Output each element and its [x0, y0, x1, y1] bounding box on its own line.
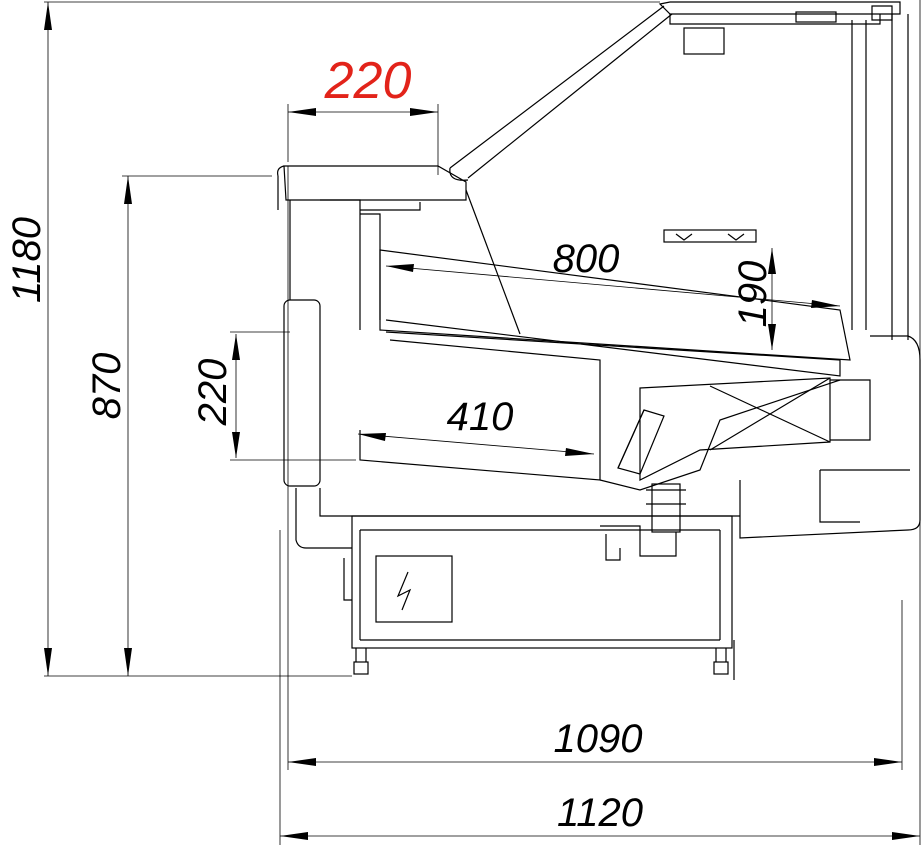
lightning-icon — [396, 571, 412, 611]
dim-top-shelf: 220 — [324, 52, 412, 110]
dim-depth-body: 1090 — [554, 717, 643, 761]
dim-base-depth: 410 — [447, 395, 514, 439]
base-cabinet — [343, 515, 735, 680]
dim-shelf-height: 190 — [731, 261, 775, 328]
dim-front-panel: 220 — [191, 359, 235, 427]
dim-height-total: 1180 — [5, 217, 49, 303]
dim-depth-overall: 1120 — [557, 791, 643, 835]
dim-height-counter: 870 — [85, 353, 129, 420]
